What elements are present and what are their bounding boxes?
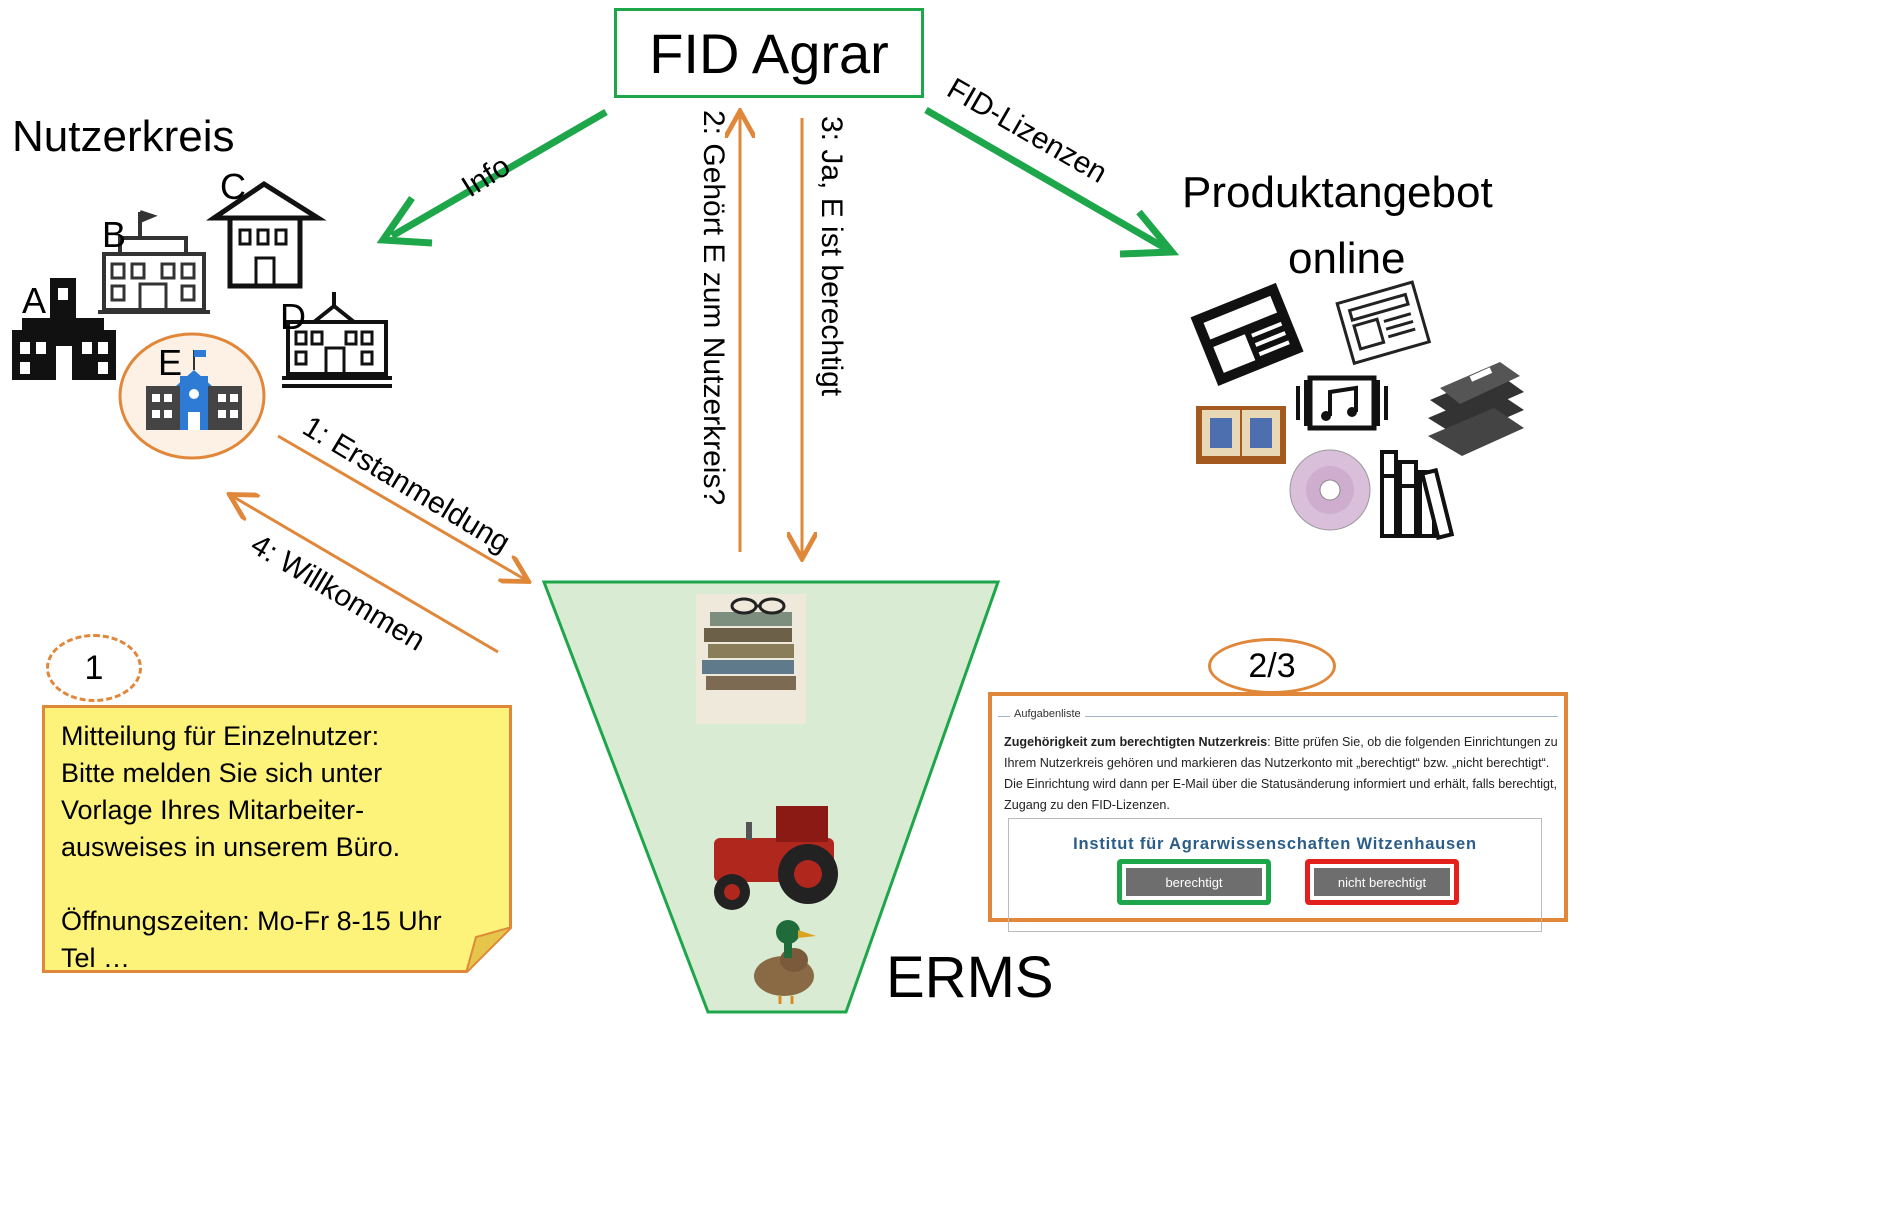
institution-d-label: D [280,296,306,337]
fid-agrar-title-box: FID Agrar [614,8,924,98]
lizenzen-arrow [924,106,1180,258]
step3-label: 3: Ja, E ist berechtigt [815,116,848,397]
note-line: Vorlage Ihres Mitarbeiter- [61,795,365,825]
user-notice-card: Mitteilung für Einzelnutzer: Bitte melde… [42,705,512,973]
note-tel: Tel … [61,943,131,973]
building-e-icon [118,332,266,460]
fieldset-border [998,716,1558,717]
building-b-icon [98,210,210,314]
note-badge-text: 1 [84,648,104,687]
step4-arrow [232,496,499,654]
erms-funnel [541,580,1001,1014]
book-stack-icon [1428,362,1524,456]
note-line: Bitte melden Sie sich unter [61,758,383,788]
building-c-icon [205,181,327,289]
newspaper-icon [1335,280,1432,366]
newspaper-news-icon [1190,282,1304,386]
institution-card: Institut für Agrarwissenschaften Witzenh… [1008,818,1542,932]
task-text: : Bitte prüfen Sie, ob die folgenden Ein… [1004,735,1558,812]
step2-label: 2: Gehört E zum Nutzerkreis? [697,110,730,506]
institution-b-label: B [102,214,127,255]
music-media-icon [1296,375,1388,431]
task-heading: Zugehörigkeit zum berechtigten Nutzerkre… [1004,735,1268,749]
fid-agrar-title: FID Agrar [649,21,889,85]
old-book-icon [1196,406,1286,464]
note-badge: 1 [46,634,142,702]
info-arrow [376,108,608,247]
note-hours: Öffnungszeiten: Mo-Fr 8-15 Uhr [61,906,442,936]
note-line: Mitteilung für Einzelnutzer: [61,721,380,751]
diagram-graphics [12,106,1524,1014]
erms-label: ERMS [886,945,1054,1010]
books-glasses-icon [696,594,806,724]
produktangebot-online-label: online [1288,234,1406,283]
institution-a-label: A [22,280,47,321]
institution-name: Institut für Agrarwissenschaften Witzenh… [1073,835,1477,853]
nicht-berechtigt-highlight: nicht berechtigt [1305,859,1459,905]
nutzerkreis-label: Nutzerkreis [12,112,235,161]
cd-disc-icon [1289,449,1371,531]
task-list-panel: Aufgabenliste Zugehörigkeit zum berechti… [988,692,1568,932]
step1-arrow [277,434,526,580]
panel-badge: 2/3 [1208,638,1336,694]
institution-c-label: C [220,166,246,207]
nicht-berechtigt-button[interactable]: nicht berechtigt [1314,868,1450,896]
berechtigt-button[interactable]: berechtigt [1126,868,1262,896]
berechtigt-highlight: berechtigt [1117,859,1271,905]
books-shelf-icon [1380,450,1455,541]
task-description: Zugehörigkeit zum berechtigten Nutzerkre… [1004,732,1560,816]
building-d-icon [282,292,392,388]
building-a-icon [12,278,116,380]
produktangebot-label: Produktangebot [1182,168,1493,217]
institution-e-label: E [158,342,183,383]
page-curl-icon [466,927,512,973]
duck-icon [754,920,816,1004]
note-line: ausweises in unserem Büro. [61,832,401,862]
task-list-legend: Aufgabenliste [1010,708,1085,720]
tractor-icon [714,806,838,910]
panel-badge-text: 2/3 [1248,646,1296,685]
